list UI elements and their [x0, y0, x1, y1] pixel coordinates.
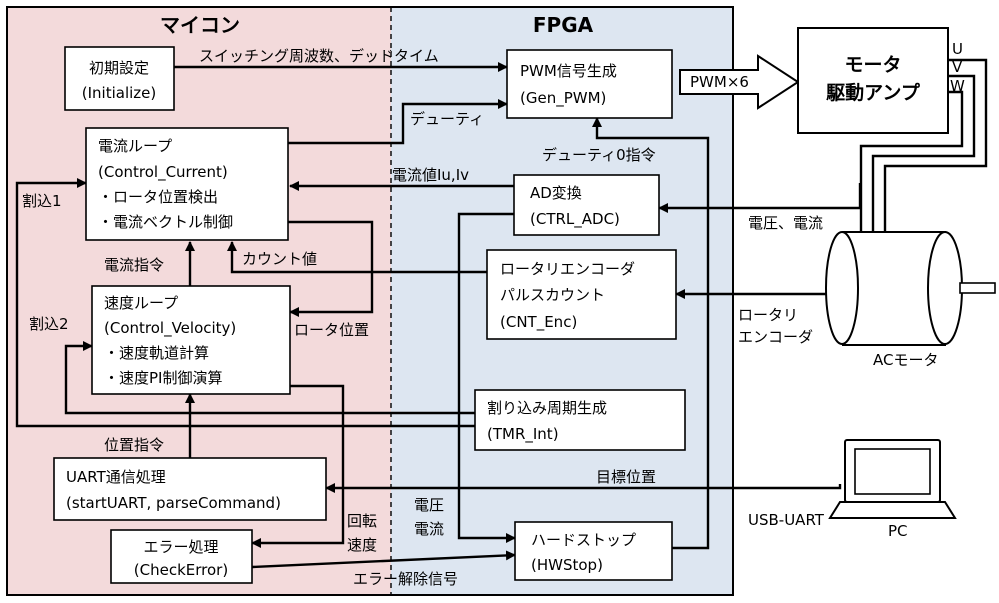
label-rotation-2: 速度 [347, 536, 377, 554]
init-func: (Initialize) [82, 84, 156, 102]
ac-motor-icon [825, 231, 996, 346]
encoder-title: ロータリエンコーダ [500, 260, 635, 278]
arrow-irq1 [15, 178, 475, 428]
label-rotary-encoder-2: エンコーダ [738, 328, 813, 346]
label-pwm6: PWM×6 [690, 73, 749, 91]
uvw-line-v [871, 74, 976, 232]
label-position-cmd: 位置指令 [104, 436, 164, 454]
pwm-block: PWM信号生成 (Gen_PWM) [506, 49, 673, 119]
error-title: エラー処理 [143, 538, 218, 556]
label-voltage-2: 電流 [414, 520, 444, 538]
uvw-line-w [859, 90, 964, 232]
label-u: U [952, 40, 963, 58]
hwstop-block: ハードストップ (HWStop) [514, 521, 673, 581]
label-voltage-current: 電圧、電流 [748, 214, 823, 232]
current-loop-block: 電流ループ (Control_Current) ・ロータ位置検出 ・電流ベクトル… [85, 127, 289, 241]
current-loop-item1: ・ロータ位置検出 [98, 188, 218, 206]
label-target-pos: 目標位置 [596, 468, 656, 486]
label-pc: PC [888, 522, 908, 540]
label-irq1: 割込1 [22, 192, 62, 210]
error-block: エラー処理 (CheckError) [110, 529, 253, 584]
pc-icon [828, 439, 957, 519]
encoder-block: ロータリエンコーダ パルスカウント (CNT_Enc) [486, 249, 677, 340]
error-func: (CheckError) [134, 561, 228, 579]
current-loop-title: 電流ループ [98, 137, 172, 155]
pwm-title: PWM信号生成 [520, 62, 617, 80]
timer-func: (TMR_Int) [487, 425, 559, 444]
hwstop-func: (HWStop) [531, 556, 603, 574]
label-voltage-1: 電圧 [414, 496, 444, 514]
init-title: 初期設定 [89, 59, 149, 77]
current-loop-item2: ・電流ベクトル制御 [98, 213, 233, 231]
label-current-value: 電流値Iu,Iv [392, 166, 469, 184]
label-error-release: エラー解除信号 [353, 570, 458, 588]
arrow-target-pos [325, 483, 842, 493]
encoder-func: (CNT_Enc) [500, 313, 577, 332]
adc-title: AD変換 [530, 184, 582, 202]
label-irq2: 割込2 [29, 315, 69, 333]
label-current-cmd: 電流指令 [104, 256, 164, 274]
label-rotary-encoder-1: ロータリ [738, 306, 798, 324]
pwm-func: (Gen_PWM) [520, 89, 606, 108]
uart-block: UART通信処理 (startUART, parseCommand) [53, 457, 327, 521]
uart-title: UART通信処理 [66, 468, 166, 486]
arrow-duty [288, 99, 508, 145]
label-duty: デューティ [410, 110, 484, 128]
label-v: V [952, 58, 963, 76]
arrow-pwm6 [679, 54, 800, 110]
timer-title: 割り込み周期生成 [487, 399, 607, 417]
uvw-line-u [883, 58, 988, 232]
velocity-loop-func: (Control_Velocity) [104, 319, 236, 338]
arrow-adc-to-hwstop [457, 212, 516, 543]
timer-block: 割り込み周期生成 (TMR_Int) [474, 389, 686, 451]
arrow-count-value [227, 241, 487, 274]
velocity-loop-item2: ・速度PI制御演算 [104, 369, 222, 387]
fpga-title: FPGA [533, 13, 594, 37]
encoder-sub: パルスカウント [500, 286, 605, 304]
arrow-error-release [251, 550, 516, 569]
adc-func: (CTRL_ADC) [530, 210, 620, 229]
uart-func: (startUART, parseCommand) [66, 494, 281, 512]
velocity-loop-item1: ・速度軌道計算 [104, 344, 209, 362]
arrow-rotor-position [288, 220, 374, 317]
current-loop-func: (Control_Current) [98, 163, 228, 182]
outer-frame [6, 6, 734, 596]
label-rotor-position: ロータ位置 [294, 321, 369, 339]
amp-line1: モータ [844, 54, 901, 76]
label-usb-uart: USB-UART [748, 511, 825, 529]
velocity-loop-block: 速度ループ (Control_Velocity) ・速度軌道計算 ・速度PI制御… [91, 285, 291, 395]
init-block: 初期設定 (Initialize) [64, 46, 175, 111]
adc-block: AD変換 (CTRL_ADC) [513, 174, 660, 236]
arrow-irq2 [64, 341, 475, 415]
label-count-value: カウント値 [242, 250, 317, 268]
label-duty0: デューティ0指令 [542, 146, 656, 164]
velocity-loop-title: 速度ループ [104, 294, 178, 312]
arrow-rotation-speed [251, 384, 345, 548]
label-w: W [950, 77, 965, 95]
amp-block: モータ 駆動アンプ [797, 27, 949, 134]
mcu-title: マイコン [160, 13, 240, 37]
arrow-duty0 [592, 117, 710, 550]
amp-line2: 駆動アンプ [826, 81, 921, 104]
label-ac-motor: ACモータ [873, 351, 938, 369]
label-rotation-1: 回転 [347, 512, 377, 530]
label-switching: スイッチング周波数、デッドタイム [199, 47, 439, 65]
hwstop-title: ハードストップ [531, 531, 636, 549]
